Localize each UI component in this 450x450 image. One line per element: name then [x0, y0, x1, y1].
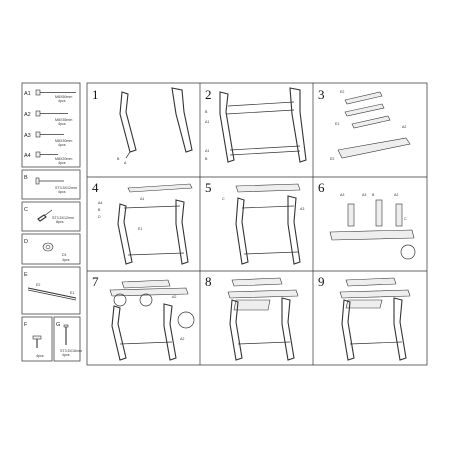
part-a3-size: M8X30mm: [55, 139, 72, 143]
step-1-callout-a: A: [124, 161, 127, 165]
step-4-panel: 4 A4 B D A1 E1: [92, 180, 193, 265]
step-2-callout-b-lower: B: [205, 157, 208, 161]
step-6-callout-a3-b: A3: [362, 193, 366, 197]
step-1-callout-b: B: [117, 157, 120, 161]
parts-list: A1 M8X50mm 4pcs A2 M8X35mm 4pcs A3 M8X30…: [21, 82, 82, 362]
part-g: G ST3.5X16mm 4pcs: [56, 322, 82, 357]
part-d-label: D: [24, 239, 28, 245]
step-4-number: 4: [92, 180, 99, 195]
part-d-qty: 4pcs: [62, 258, 70, 262]
step-6-callout-a3: A3: [340, 193, 344, 197]
step-6-number: 6: [318, 180, 325, 195]
part-a1-size: M8X50mm: [55, 95, 72, 99]
part-d: D D1 4pcs: [24, 239, 70, 262]
part-a3: A3 M8X30mm 4pcs: [24, 131, 72, 147]
step-5-callout-a3: A3: [300, 207, 304, 211]
part-c-size: ST3.5X12mm: [52, 216, 74, 220]
part-b-qty: 4pcs: [58, 190, 66, 194]
step-7-callout-a2-lower: A2: [180, 337, 184, 341]
step-4-callout-e1: E1: [138, 227, 142, 231]
step-4-callout-a1: A1: [140, 197, 144, 201]
step-2-callout-a1-lower: A1: [205, 149, 209, 153]
part-b: B ST3.5X12mm 4pcs: [24, 175, 77, 194]
step-9-number: 9: [318, 274, 325, 289]
part-e-sub2: E1: [70, 291, 74, 295]
steps-grid: [86, 82, 428, 366]
step-2-callout-b: B: [205, 110, 208, 114]
part-a3-qty: 4pcs: [58, 143, 66, 147]
steps-outer-frame: [86, 82, 428, 366]
parts-box-d: [21, 233, 81, 265]
part-g-label: G: [56, 322, 60, 328]
part-a4-label: A4: [24, 153, 31, 159]
part-b-label: B: [24, 175, 28, 181]
step-6-panel: 6 A3 A3 B A2 C: [318, 180, 416, 260]
parts-box-b: [21, 169, 81, 200]
part-a3-label: A3: [24, 133, 31, 139]
part-d-sublabel: D1: [62, 253, 67, 257]
step-7-number: 7: [92, 274, 99, 289]
step-4-callout-a4: A4: [98, 201, 102, 205]
parts-box-g: [53, 316, 81, 362]
part-g-size: ST3.5X16mm: [60, 349, 82, 353]
step-7-panel: 7 A2 A2: [92, 274, 195, 361]
part-a1-qty: 4pcs: [58, 99, 66, 103]
step-7-callout-a2: A2: [172, 295, 176, 299]
part-e-label: E: [24, 272, 28, 278]
step-5-panel: 5 C A3: [205, 180, 304, 265]
step-2-panel: 2 B A1 A1 B: [205, 87, 307, 163]
part-g-qty: 4pcs: [62, 353, 70, 357]
parts-box-c: [21, 201, 81, 232]
part-c-label: C: [24, 207, 28, 213]
part-b-size: ST3.5X12mm: [55, 186, 77, 190]
step-4-callout-d: D: [98, 215, 101, 219]
parts-box-e: [21, 266, 81, 315]
step-1-panel: 1 B A: [92, 87, 193, 165]
parts-box-a: [21, 82, 81, 168]
step-8-panel: 8: [205, 274, 299, 361]
part-c-qty: 8pcs: [56, 220, 64, 224]
step-9-panel: 9: [318, 274, 411, 361]
parts-box-f: [21, 316, 53, 362]
step-5-callout-c: C: [222, 197, 225, 201]
step-5-number: 5: [205, 180, 212, 195]
step-6-callout-b: B: [372, 193, 375, 197]
step-4-callout-b: B: [98, 208, 101, 212]
step-2-number: 2: [205, 87, 212, 102]
part-f: F 4pcs: [24, 322, 44, 358]
part-a2-qty: 4pcs: [58, 122, 66, 126]
part-a4-size: M8X20mm: [55, 157, 72, 161]
step-6-callout-c: C: [404, 217, 407, 221]
step-3-number: 3: [318, 87, 325, 102]
step-8-number: 8: [205, 274, 212, 289]
part-c: C ST3.5X12mm 8pcs: [24, 207, 74, 224]
part-a1: A1 M8X50mm 4pcs: [24, 89, 76, 103]
step-3-callout-a2: A2: [402, 125, 406, 129]
part-a2-label: A2: [24, 112, 31, 118]
part-e-sub1: E2: [36, 283, 40, 287]
part-a2: A2 M8X35mm 4pcs: [24, 110, 72, 126]
step-6-callout-a2: A2: [394, 193, 398, 197]
part-a1-label: A1: [24, 91, 31, 97]
step-3-callout-e1: E1: [335, 122, 339, 126]
part-a4-qty: 4pcs: [58, 161, 66, 165]
part-a4: A4 M8X20mm 4pcs: [24, 151, 72, 165]
part-e: E E2 E1: [24, 272, 77, 301]
step-3-panel: 3 E2 E1 A2 E2: [318, 87, 411, 161]
step-3-callout-e2: E2: [340, 90, 344, 94]
part-a2-size: M8X35mm: [55, 118, 72, 122]
step-3-callout-e2-lower: E2: [330, 157, 334, 161]
part-f-qty: 4pcs: [36, 354, 44, 358]
part-f-label: F: [24, 322, 28, 328]
step-2-callout-a1: A1: [205, 120, 209, 124]
step-1-number: 1: [92, 87, 99, 102]
